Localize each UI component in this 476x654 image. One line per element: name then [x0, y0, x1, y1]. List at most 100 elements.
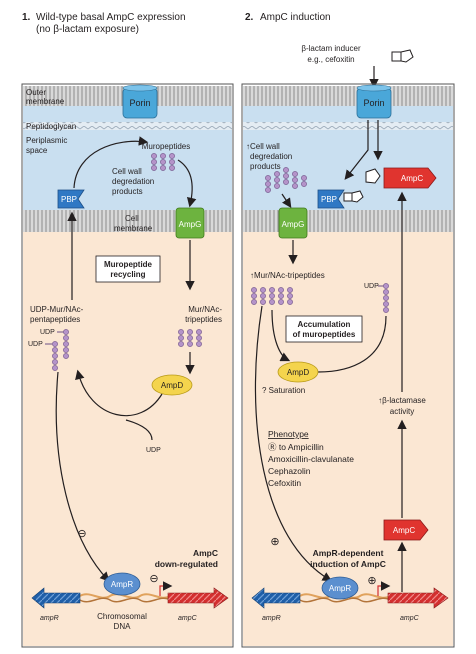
- phenotype-title: Phenotype: [268, 429, 309, 439]
- right-heading: AmpC induction: [260, 12, 331, 23]
- right-accum-label1: Accumulation: [298, 320, 351, 329]
- left-ampR-gene-arrow: [31, 587, 81, 609]
- left-mur-tri-label2: tripeptides: [185, 315, 222, 324]
- left-udp-label-b: UDP: [28, 341, 43, 348]
- left-chromosomal-dna: [31, 587, 229, 609]
- left-ampg-label: AmpG: [179, 220, 202, 229]
- left-downreg-label2: down-regulated: [155, 559, 218, 569]
- right-inducer-label2: e.g., cefoxitin: [307, 55, 354, 64]
- left-udp-penta-label2: pentapeptides: [30, 315, 80, 324]
- right-cell-membrane: [243, 210, 453, 232]
- right-ampr-label: AmpR: [329, 584, 351, 593]
- right-pbp-label: PBP: [321, 195, 337, 204]
- right-accumulation-box: Accumulation of muropeptides: [285, 315, 363, 343]
- left-panel-frame: [21, 83, 234, 648]
- left-peptidoglycan-layer: [23, 122, 232, 130]
- left-cwdp-label1: Cell wall: [112, 167, 142, 176]
- cefoxitin-icon: [391, 49, 414, 63]
- right-ampC-gene-label: ampC: [400, 615, 420, 622]
- left-recycling-box: Muropeptide recycling: [95, 255, 161, 283]
- phenotype-item-3: Cephazolin: [268, 466, 311, 476]
- right-outer-membrane: [243, 86, 453, 106]
- left-arrow-to-ampr: [55, 371, 110, 582]
- left-recycling-label2: recycling: [110, 270, 145, 279]
- right-ampc-peri-label: AmpC: [401, 174, 423, 183]
- left-ampg: AmpG: [175, 207, 205, 239]
- left-dna-label1: Chromosomal: [97, 612, 147, 621]
- right-cwdp-label2: degredation: [250, 152, 292, 161]
- right-blact-label2: activity: [390, 407, 414, 416]
- right-ampr: AmpR: [321, 576, 359, 600]
- right-blact-label1: ↑β-lactamase: [378, 396, 426, 405]
- right-porin-label: Porin: [363, 98, 384, 108]
- left-cell-membrane-label2: membrane: [114, 224, 153, 233]
- left-udp-bottom-label: UDP: [146, 447, 161, 454]
- right-chromosomal-dna: [251, 587, 449, 609]
- right-ampc-cytoplasm: AmpC: [383, 519, 429, 541]
- left-cell-membrane-label1: Cell: [125, 214, 139, 223]
- right-mur-tri-label: ↑Mur/NAc-tripeptides: [250, 271, 325, 280]
- right-ampR-gene-arrow: [251, 587, 301, 609]
- right-cwdp-label1: ↑Cell wall: [246, 142, 280, 151]
- left-porin-label: Porin: [129, 98, 150, 108]
- left-arrow-pbp-to-muropeptides: [73, 136, 149, 189]
- left-heading-line1: Wild-type basal AmpC expression: [36, 12, 186, 23]
- right-induction-label2: induction of AmpC: [310, 559, 386, 569]
- left-heading-line2: (no β-lactam exposure): [36, 24, 139, 35]
- right-induction-label1: AmpR-dependent: [313, 548, 384, 558]
- left-ampd-label: AmpD: [161, 381, 183, 390]
- right-accum-label2: of muropeptides: [293, 330, 356, 339]
- left-udp-label-a: UDP: [40, 329, 55, 336]
- right-peptidoglycan-layer: [243, 122, 453, 130]
- right-heading-number: 2.: [245, 12, 254, 23]
- left-arrow-ampd-return: [75, 369, 163, 417]
- right-ampd: AmpD: [277, 361, 319, 383]
- phenotype-item-1: Ⓡ to Ampicillin: [268, 442, 324, 452]
- left-cwdp-label2: degredation: [112, 177, 154, 186]
- left-porin: Porin: [122, 84, 158, 119]
- left-udp-feed-line: [125, 419, 153, 441]
- left-outer-membrane-label1: Outer: [26, 88, 46, 97]
- left-ampr-label: AmpR: [111, 580, 133, 589]
- right-arrow-porin-to-pbp: [344, 120, 369, 180]
- right-plus-sign-a: ⊕: [270, 536, 279, 548]
- right-ampc-periplasm: AmpC: [365, 167, 437, 189]
- left-ampR-gene-label: ampR: [40, 615, 59, 622]
- right-cwdp-label3: products: [250, 162, 281, 171]
- left-udp-pentapeptide-chains: [45, 329, 69, 371]
- left-minus-sign: ⊖: [77, 528, 86, 540]
- left-pbp-label: PBP: [61, 195, 77, 204]
- right-promoter-arrow: [377, 581, 391, 596]
- right-saturation-label: ? Saturation: [262, 386, 305, 395]
- right-ampg: AmpG: [278, 207, 308, 239]
- left-peptidoglycan-label: Peptidoglycan: [26, 122, 76, 131]
- right-arrow-to-ampr: [254, 305, 333, 582]
- left-udp-penta-label1: UDP-Mur/NAc-: [30, 305, 84, 314]
- right-ampg-label: AmpG: [282, 220, 305, 229]
- left-arrow-muropeptides-to-ampg: [177, 159, 197, 208]
- left-promoter-arrow: [159, 581, 173, 596]
- phenotype-item-2: Amoxicillin-clavulanate: [268, 454, 354, 464]
- right-panel-frame: [241, 83, 455, 648]
- phenotype-block: Phenotype Ⓡ to Ampicillin Amoxicillin-cl…: [268, 429, 354, 488]
- right-porin: Porin: [356, 84, 392, 119]
- right-arrow-to-ampg: [281, 193, 292, 208]
- left-heading-number: 1.: [22, 12, 31, 23]
- left-outer-membrane-label2: membrane: [26, 97, 65, 106]
- left-recycling-label1: Muropeptide: [104, 260, 153, 269]
- right-ampc-cyto-label: AmpC: [393, 526, 415, 535]
- left-ampd: AmpD: [151, 374, 193, 396]
- left-mur-tri-label1: Mur/NAc-: [188, 305, 222, 314]
- left-ampC-gene-arrow: [167, 587, 229, 609]
- left-periplasmic-label2: space: [26, 146, 48, 155]
- right-ampR-gene-label: ampR: [262, 615, 281, 622]
- right-plus-sign-b: ⊕: [367, 575, 376, 587]
- left-pbp: PBP: [57, 189, 85, 209]
- left-ampr-minus: ⊖: [149, 573, 158, 585]
- phenotype-item-4: Cefoxitin: [268, 478, 301, 488]
- left-ampC-gene-label: ampC: [178, 615, 198, 622]
- left-ampr: AmpR: [103, 572, 141, 596]
- right-pbp: PBP: [317, 189, 364, 209]
- right-ampd-label: AmpD: [287, 368, 309, 377]
